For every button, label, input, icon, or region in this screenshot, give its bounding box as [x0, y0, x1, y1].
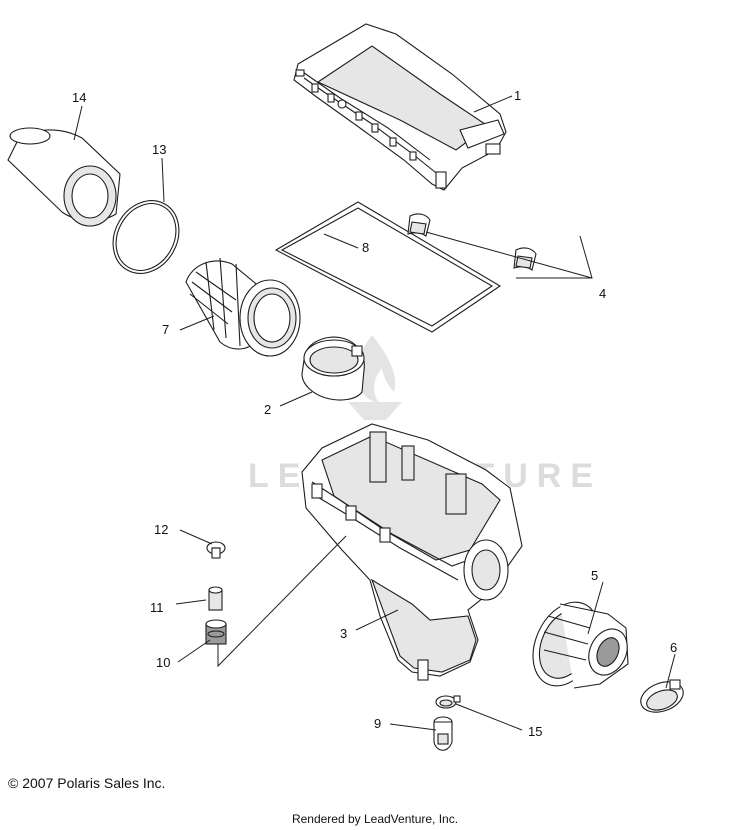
part-10-grommet[interactable] — [205, 619, 227, 645]
leader-3 — [355, 609, 399, 631]
part-7-filter-cage[interactable] — [185, 257, 301, 357]
callout-2: 2 — [264, 402, 271, 417]
leader-10 — [217, 535, 347, 668]
leader-4b — [425, 231, 593, 279]
part-3-airbox-housing[interactable] — [301, 423, 523, 681]
callout-15: 15 — [528, 724, 542, 739]
callout-7: 7 — [162, 322, 169, 337]
callout-3: 3 — [340, 626, 347, 641]
callout-13: 13 — [152, 142, 166, 157]
part-1-airbox-cover[interactable] — [293, 23, 507, 191]
part-4-clip-upper[interactable] — [407, 213, 431, 237]
leader-7 — [179, 315, 215, 331]
callouts: 1 2 3 4 5 6 7 8 9 10 11 12 13 14 15 — [72, 88, 677, 739]
leader-2 — [279, 391, 313, 407]
leader-5 — [587, 581, 604, 635]
leader-10b — [177, 639, 211, 663]
callout-11: 11 — [150, 600, 164, 615]
leader-15 — [455, 703, 523, 731]
callout-12: 12 — [154, 522, 168, 537]
part-15-clamp[interactable] — [435, 695, 461, 709]
callout-4: 4 — [599, 286, 606, 301]
callout-8: 8 — [362, 240, 369, 255]
callout-9: 9 — [374, 716, 381, 731]
leader-lines — [73, 95, 676, 731]
part-14-prefilter[interactable] — [7, 127, 121, 227]
watermark-logo-icon — [348, 335, 402, 420]
leader-6 — [665, 653, 676, 689]
leader-14 — [73, 105, 83, 141]
part-8-gasket[interactable] — [274, 201, 502, 333]
part-5-outlet-boot[interactable] — [520, 591, 634, 696]
callout-1: 1 — [514, 88, 521, 103]
leader-11 — [175, 599, 207, 605]
copyright-notice: © 2007 Polaris Sales Inc. — [8, 775, 166, 791]
leader-13 — [161, 157, 165, 203]
part-2-clamp[interactable] — [301, 336, 365, 401]
part-11-bushing[interactable] — [208, 586, 223, 611]
part-9-drain-plug[interactable] — [433, 716, 453, 751]
callout-10: 10 — [156, 655, 170, 670]
leader-9 — [389, 723, 437, 731]
callout-5: 5 — [591, 568, 598, 583]
leader-8 — [323, 233, 359, 249]
part-13-o-ring[interactable] — [100, 189, 192, 286]
part-12-screw[interactable] — [206, 541, 226, 559]
callout-14: 14 — [72, 90, 86, 105]
rendered-by-credit: Rendered by LeadVenture, Inc. — [291, 812, 459, 826]
leader-1 — [473, 95, 513, 113]
part-6-clamp[interactable] — [637, 676, 688, 717]
leader-12 — [179, 529, 213, 545]
callout-6: 6 — [670, 640, 677, 655]
